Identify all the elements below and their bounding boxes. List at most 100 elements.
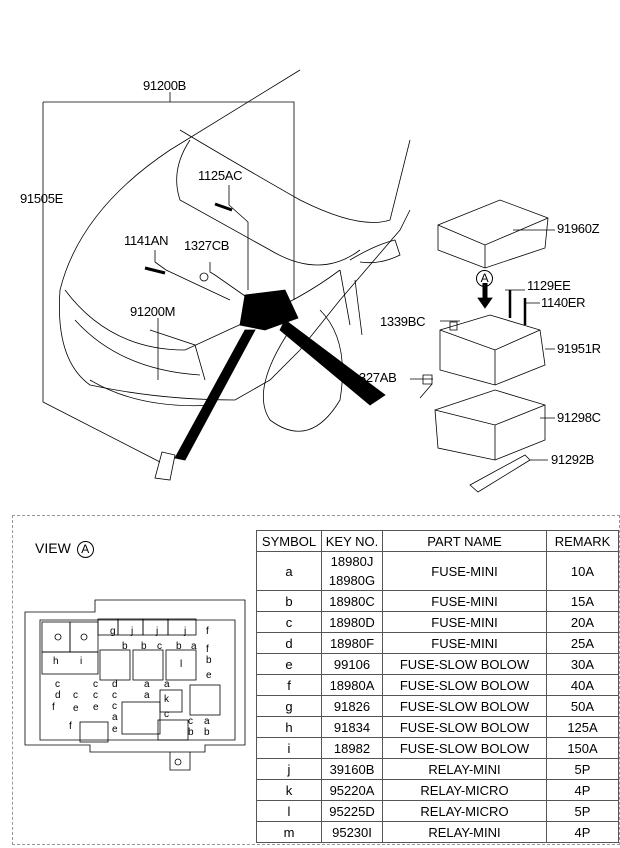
remark-cell: 50A [546,695,619,717]
fuse-symbol-label: c [157,641,162,652]
symbol-cell: c [256,611,322,633]
key-no-cell: 95225D [321,800,383,822]
callout-91505E: 91505E [20,191,64,206]
callout-91292B: 91292B [551,452,595,467]
key-no-cell: 91834 [321,716,383,738]
key-no-cell: 18980J 18980G [321,551,383,591]
part-name-cell: FUSE-MINI [382,590,547,612]
fuse-symbol-label: a [191,641,197,652]
part-name-cell: FUSE-SLOW BOLOW [382,716,547,738]
remark-cell: 15A [546,590,619,612]
junction-box-91951R [439,314,546,386]
header-key-no: KEY NO. [321,530,383,552]
key-no-cell: 18980D [321,611,383,633]
key-no-cell: 95220A [321,779,383,801]
fuse-symbol-label: e [93,702,99,713]
part-name-cell: FUSE-SLOW BOLOW [382,737,547,759]
key-no-cell: 39160B [321,758,383,780]
remark-cell: 4P [546,821,619,843]
remark-cell: 20A [546,611,619,633]
lower-cover-91298C [434,389,546,461]
view-marker: A [76,541,94,558]
part-name-cell: FUSE-SLOW BOLOW [382,674,547,696]
fuse-symbol-label: c [112,690,117,701]
part-name-cell: FUSE-MINI [382,551,547,591]
fuse-symbol-label: e [206,670,212,681]
bolt-icons [144,202,233,275]
remark-cell: 5P [546,758,619,780]
fuse-symbol-label: j [184,626,187,637]
fuse-symbol-label: j [131,626,134,637]
nut-1327AB [422,374,433,385]
fuse-symbol-label: a [112,712,118,723]
fuse-symbol-label: e [73,703,79,714]
callout-91200M: 91200M [130,304,176,319]
fuse-symbol-label: a [144,690,150,701]
part-name-cell: FUSE-MINI [382,632,547,654]
callout-91960Z: 91960Z [557,221,600,236]
header-remark: REMARK [546,530,619,552]
remark-cell: 5P [546,800,619,822]
fuse-symbol-label: j [156,626,159,637]
fuse-symbol-label: a [164,679,170,690]
remark-cell: 25A [546,632,619,654]
fuse-symbol-label: c [55,679,60,690]
symbol-cell: l [256,800,322,822]
header-part-name: PART NAME [382,530,547,552]
remark-cell: 4P [546,779,619,801]
part-name-cell: RELAY-MINI [382,758,547,780]
fuse-symbol-label: c [112,701,117,712]
part-name-cell: RELAY-MINI [382,821,547,843]
key-no-cell: 18980A [321,674,383,696]
remark-cell: 125A [546,716,619,738]
fuse-symbol-label: f [206,626,209,637]
callout-91298C: 91298C [557,410,601,425]
fuse-symbol-label: a [204,716,210,727]
part-name-cell: FUSE-SLOW BOLOW [382,695,547,717]
callout-1129EE: 1129EE [527,278,571,293]
part-name-cell: RELAY-MICRO [382,779,547,801]
fuse-symbol-label: d [112,679,118,690]
callout-1339BC: 1339BC [380,314,426,329]
header-symbol: SYMBOL [256,530,322,552]
fuse-symbol-label: i [80,656,83,667]
callout-91200B: 91200B [143,78,187,93]
symbol-cell: g [256,695,322,717]
symbol-cell: a [256,551,322,591]
callout-1327CB: 1327CB [184,238,230,253]
key-no-cell: 91826 [321,695,383,717]
fuse-symbol-label: b [176,641,182,652]
fuse-symbol-label: b [141,641,147,652]
symbol-cell: d [256,632,322,654]
fuse-symbol-label: l [180,659,183,670]
fuse-symbol-label: d [55,690,61,701]
callout-1141AN: 1141AN [124,233,169,248]
view-a-marker-letter: A [476,270,493,287]
key-no-cell: 18980F [321,632,383,654]
fuse-symbol-label: h [53,656,59,667]
washer-icon [199,272,209,282]
key-no-cell: 18982 [321,737,383,759]
remark-cell: 40A [546,674,619,696]
grommet-part [154,451,176,481]
symbol-cell: i [256,737,322,759]
fuse-symbol-label: c [164,709,169,720]
symbol-cell: f [256,674,322,696]
cover-91960Z [437,199,549,269]
fuse-symbol-label: c [93,690,98,701]
nut-1339BC [449,321,458,331]
harness-connector-block [239,289,299,331]
